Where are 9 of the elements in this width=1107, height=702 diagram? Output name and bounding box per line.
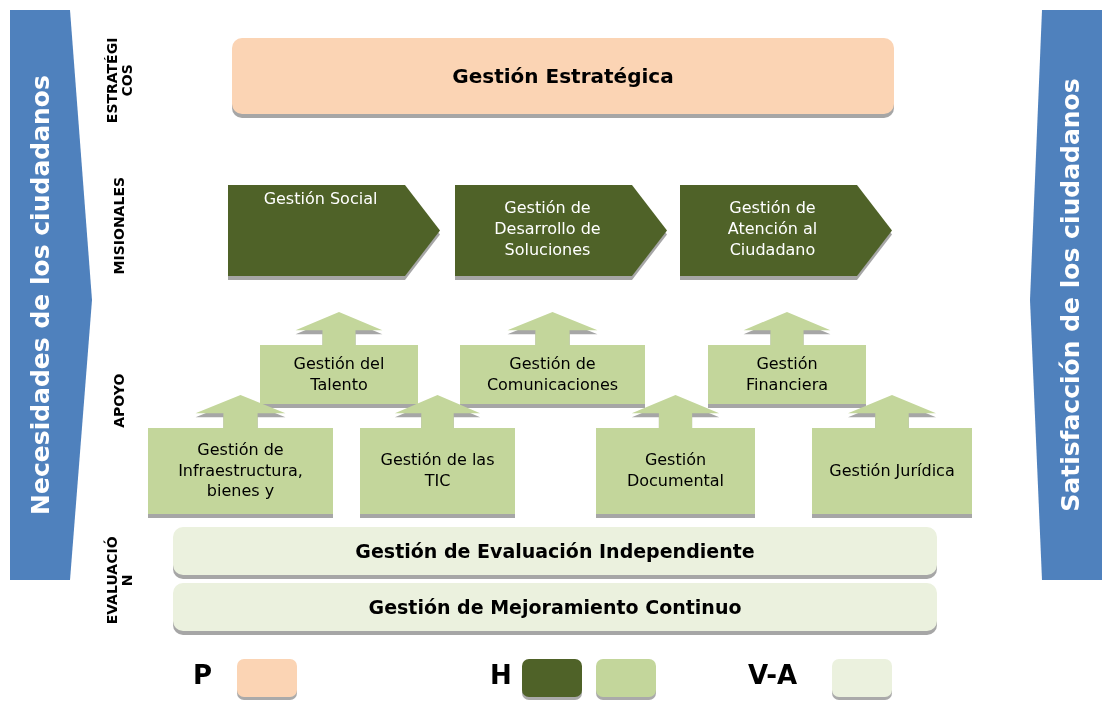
row-label: ESTRATÉGICOS	[104, 36, 136, 125]
legend-label: H	[490, 660, 512, 690]
legend-label: V-A	[748, 660, 798, 690]
side-arrow: Necesidades de los ciudadanos	[10, 10, 92, 580]
row-label: EVALUACIÓN	[104, 534, 136, 626]
row-label: APOYO	[112, 372, 128, 430]
row-label: MISIONALES	[112, 175, 128, 276]
side-arrow: Satisfacción de los ciudadanos	[1030, 10, 1102, 580]
legend-label: P	[193, 660, 213, 690]
